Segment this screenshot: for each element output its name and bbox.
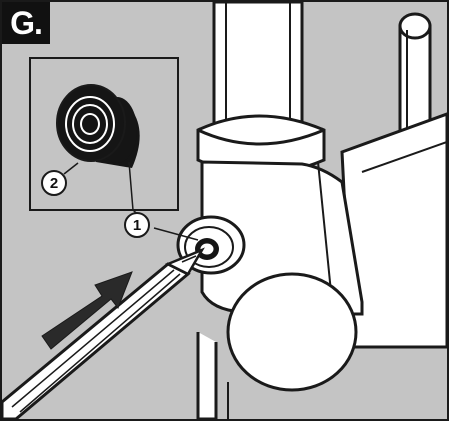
faucet-body-icon <box>196 160 364 419</box>
callout-2-label: 2 <box>50 175 58 192</box>
callout-1: 1 <box>124 212 150 238</box>
step-label: G. <box>2 2 50 44</box>
faucet-spout-icon <box>212 2 304 128</box>
spout-collar-icon <box>196 114 326 176</box>
callout-1-label: 1 <box>133 217 141 234</box>
callout-2: 2 <box>41 170 67 196</box>
push-arrow-icon <box>41 271 133 350</box>
o-ring-icon <box>56 84 140 168</box>
screwdriver-icon <box>2 247 205 419</box>
